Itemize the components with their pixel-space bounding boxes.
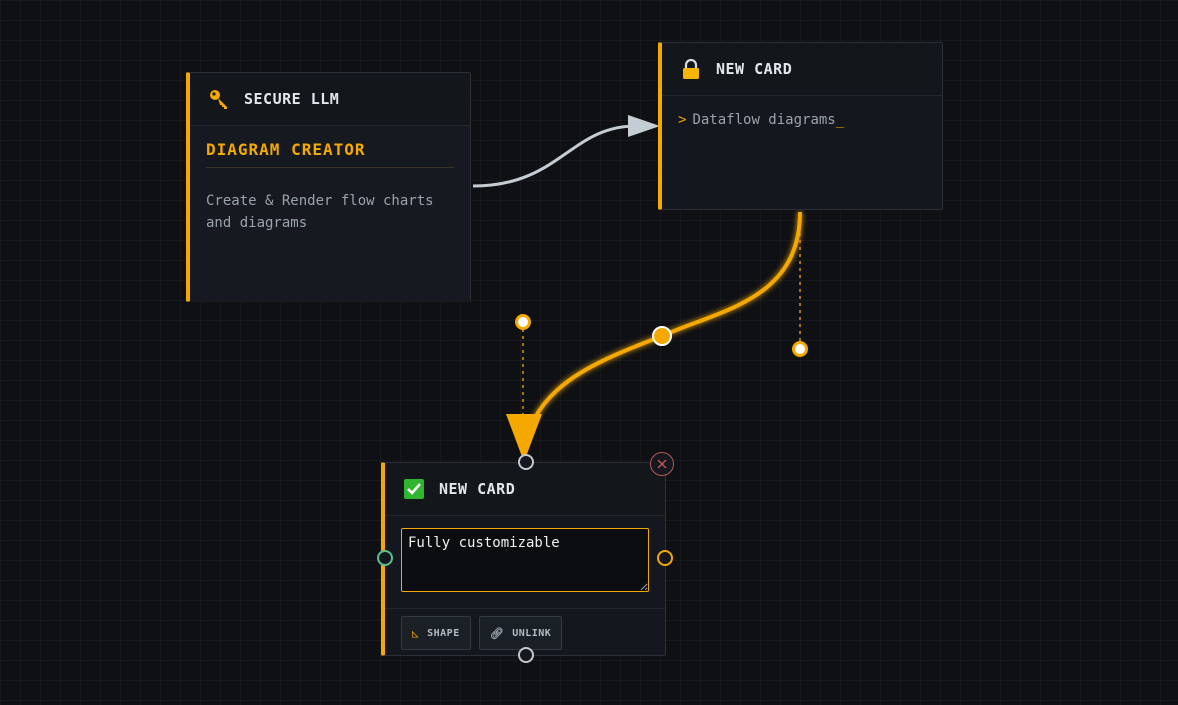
prompt-symbol: > (678, 112, 687, 128)
card-title: SECURE LLM (244, 90, 340, 108)
card-text: Dataflow diagrams (692, 112, 836, 128)
card-customizable[interactable]: NEW CARD Fully customizable ◺ SHAPE 🔗︎ U… (381, 462, 666, 656)
connection-handle[interactable] (515, 314, 531, 330)
card-secure-llm[interactable]: SECURE LLM DIAGRAM CREATOR Create & Rend… (186, 72, 471, 302)
link-icon: 🔗︎ (489, 626, 505, 640)
check-icon (403, 478, 425, 500)
unlink-button-label: UNLINK (512, 627, 552, 639)
edge-dataflow-to-customizable[interactable] (528, 211, 802, 429)
card-description: Create & Render flow charts and diagrams (206, 193, 434, 231)
card-title: NEW CARD (716, 60, 793, 78)
close-card-button[interactable] (650, 452, 674, 476)
shape-button[interactable]: ◺ SHAPE (401, 616, 471, 650)
shape-button-label: SHAPE (427, 627, 460, 639)
card-actions: ◺ SHAPE 🔗︎ UNLINK (385, 609, 665, 657)
card-header[interactable]: NEW CARD (662, 43, 942, 96)
edge-midpoint-handle[interactable] (652, 326, 672, 346)
card-left-handle[interactable] (377, 550, 393, 566)
edge-arrowhead-grey (628, 115, 660, 137)
connection-handle[interactable] (792, 341, 808, 357)
close-icon (657, 459, 667, 469)
key-icon (208, 88, 230, 110)
card-body: DIAGRAM CREATOR Create & Render flow cha… (190, 126, 470, 302)
card-body: Fully customizable (385, 516, 665, 609)
card-header[interactable]: SECURE LLM (190, 73, 470, 126)
card-header[interactable]: NEW CARD (385, 463, 665, 516)
card-top-handle[interactable] (518, 454, 534, 470)
set-square-icon: ◺ (412, 626, 420, 640)
card-bottom-handle[interactable] (518, 647, 534, 663)
unlink-button[interactable]: 🔗︎ UNLINK (478, 616, 563, 650)
edge-secure-llm-to-dataflow[interactable] (472, 124, 637, 188)
card-text-input[interactable]: Fully customizable (401, 528, 649, 592)
card-body[interactable]: > Dataflow diagrams_ (662, 96, 942, 144)
card-right-handle[interactable] (657, 550, 673, 566)
card-subtitle: DIAGRAM CREATOR (206, 140, 454, 168)
card-dataflow[interactable]: NEW CARD > Dataflow diagrams_ (658, 42, 943, 210)
lock-icon (680, 58, 702, 80)
card-title: NEW CARD (439, 480, 516, 498)
text-cursor: _ (835, 112, 845, 128)
